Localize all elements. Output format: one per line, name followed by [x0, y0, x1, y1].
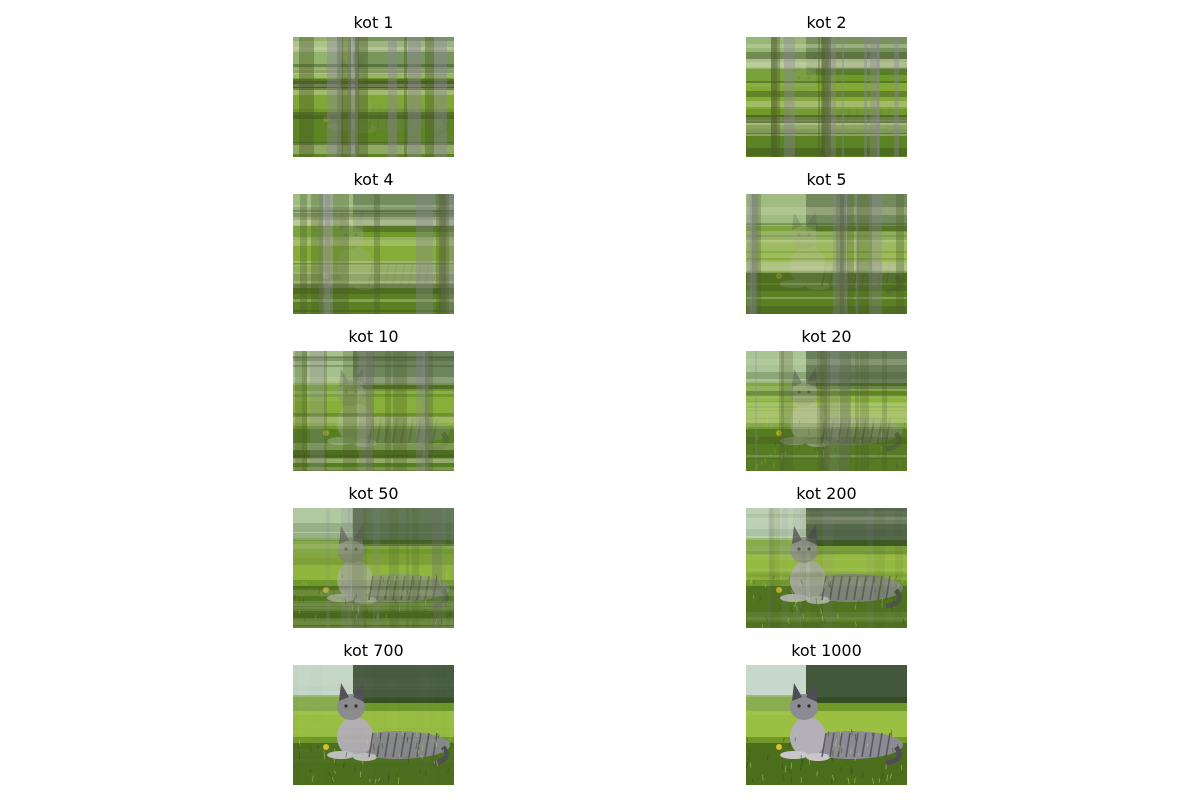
cat-image-rank-50 — [293, 508, 454, 628]
cat-image-rank-4 — [293, 194, 454, 314]
panel-title: kot 2 — [806, 13, 847, 32]
cat-image-rank-1 — [293, 37, 454, 157]
cat-image-rank-200 — [746, 508, 907, 628]
panel-title: kot 700 — [343, 641, 404, 660]
cat-image-rank-10 — [293, 351, 454, 471]
cat-image-rank-1000 — [746, 665, 907, 785]
cat-image-rank-20 — [746, 351, 907, 471]
panel-title: kot 5 — [806, 170, 847, 189]
panel-title: kot 20 — [801, 327, 852, 346]
cat-image-rank-2 — [746, 37, 907, 157]
cat-image-rank-5 — [746, 194, 907, 314]
cat-image-rank-700 — [293, 665, 454, 785]
panel-title: kot 1 — [353, 13, 394, 32]
panel-title: kot 1000 — [791, 641, 862, 660]
panel-title: kot 10 — [348, 327, 399, 346]
panel-title: kot 4 — [353, 170, 394, 189]
panel-title: kot 50 — [348, 484, 399, 503]
panel-title: kot 200 — [796, 484, 857, 503]
